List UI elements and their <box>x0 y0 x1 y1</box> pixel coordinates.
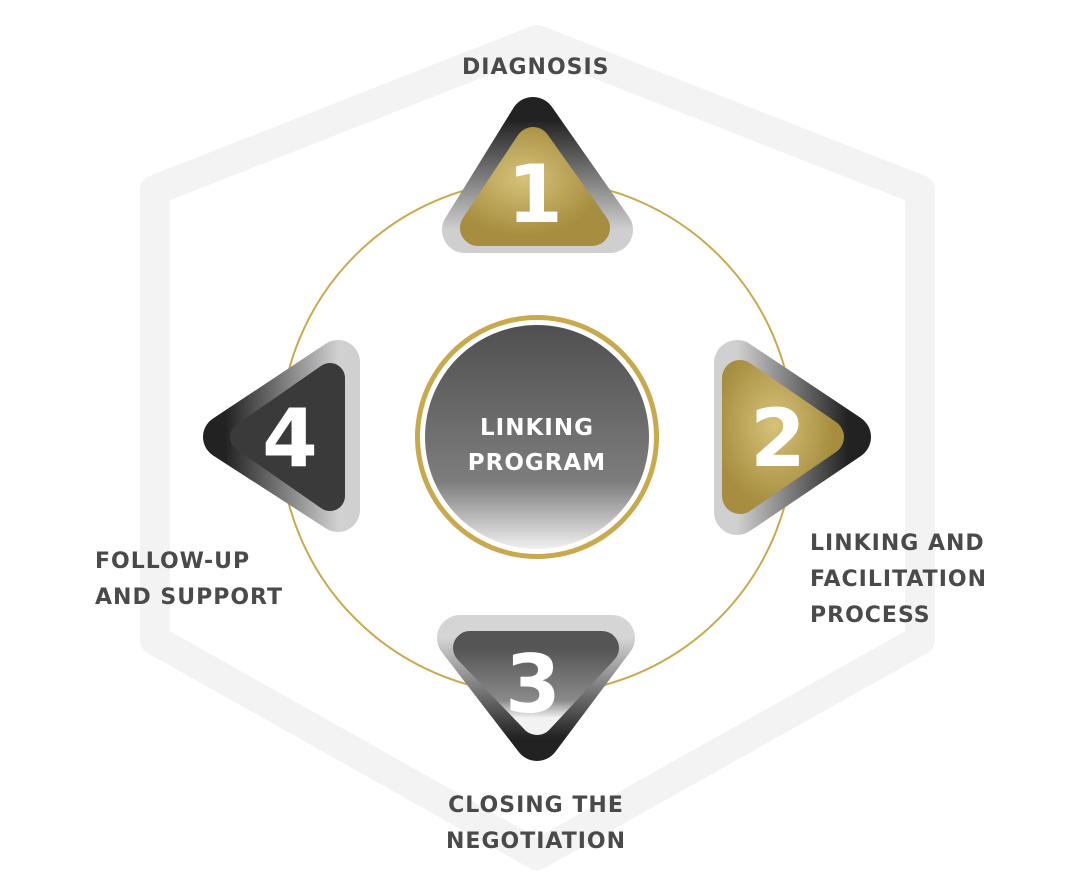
label-line: CLOSING THE <box>448 793 624 818</box>
step-3-label: CLOSING THE NEGOTIATION <box>446 788 626 860</box>
label-line: FOLLOW-UP <box>95 549 251 574</box>
center-circle <box>415 315 659 559</box>
label-line: LINKING AND <box>810 531 985 556</box>
center-line-2: PROGRAM <box>468 450 606 476</box>
step-2-label: LINKING AND FACILITATION PROCESS <box>810 526 987 634</box>
label-line: AND SUPPORT <box>95 585 283 610</box>
step-1-label: DIAGNOSIS <box>462 50 610 86</box>
watermark-shield <box>140 25 935 870</box>
step-3-number: 3 <box>505 638 561 731</box>
step-1-badge <box>442 97 633 253</box>
step-2-badge <box>714 340 871 535</box>
center-line-1: LINKING <box>480 415 594 441</box>
label-line: FACILITATION <box>810 567 987 592</box>
label-line: DIAGNOSIS <box>462 55 610 80</box>
step-4-number: 4 <box>262 392 318 485</box>
step-1-number: 1 <box>507 148 563 241</box>
step-3-badge <box>437 615 635 761</box>
label-line: PROCESS <box>810 603 931 628</box>
label-line: NEGOTIATION <box>446 829 627 854</box>
step-4-label: FOLLOW-UP AND SUPPORT <box>95 544 283 616</box>
step-4-badge <box>203 340 360 532</box>
step-2-number: 2 <box>750 392 806 485</box>
